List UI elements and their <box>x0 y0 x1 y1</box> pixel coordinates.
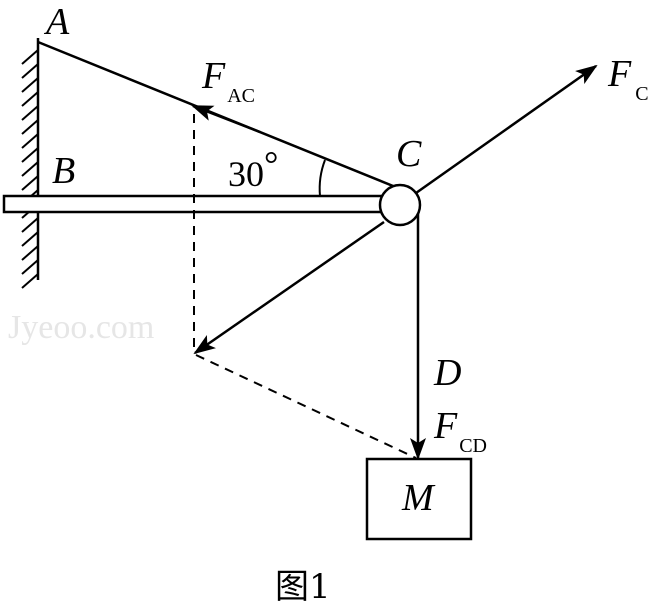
wall-hatch-line <box>21 91 39 107</box>
angle-label: 30° <box>228 144 278 194</box>
angle-arc <box>318 159 326 197</box>
wall-hatch-line <box>21 245 39 261</box>
beam-bc <box>2 194 391 214</box>
watermark-text: Jyeoo.com <box>8 309 154 346</box>
force-ac-arrow <box>191 104 261 134</box>
label-b: B <box>52 150 75 192</box>
wall-hatch-line <box>21 161 39 177</box>
pulley-c <box>378 183 422 227</box>
wall-hatch-line <box>21 105 39 121</box>
label-c: C <box>396 133 422 175</box>
wall-hatch-line <box>21 273 39 289</box>
wall-hatch-line <box>21 119 39 135</box>
wall-hatch-line <box>21 175 39 191</box>
label-d: D <box>433 352 461 394</box>
wall <box>21 38 40 289</box>
mass-box <box>365 457 473 541</box>
dashed-diagonal <box>195 354 417 459</box>
wall-hatch-line <box>21 259 39 275</box>
wall-hatch-line <box>21 217 39 233</box>
label-a: A <box>43 1 70 43</box>
label-m: M <box>401 477 436 519</box>
wall-hatch-line <box>21 63 39 79</box>
wall-hatch-line <box>21 147 39 163</box>
wall-hatch-line <box>21 133 39 149</box>
wall-hatch-line <box>21 231 39 247</box>
wall-hatch-line <box>21 49 39 65</box>
resultant-arrow <box>193 220 385 355</box>
force-c-arrow <box>415 64 598 195</box>
figure-caption: 图1 <box>275 567 331 607</box>
wall-hatch-line <box>21 77 39 93</box>
